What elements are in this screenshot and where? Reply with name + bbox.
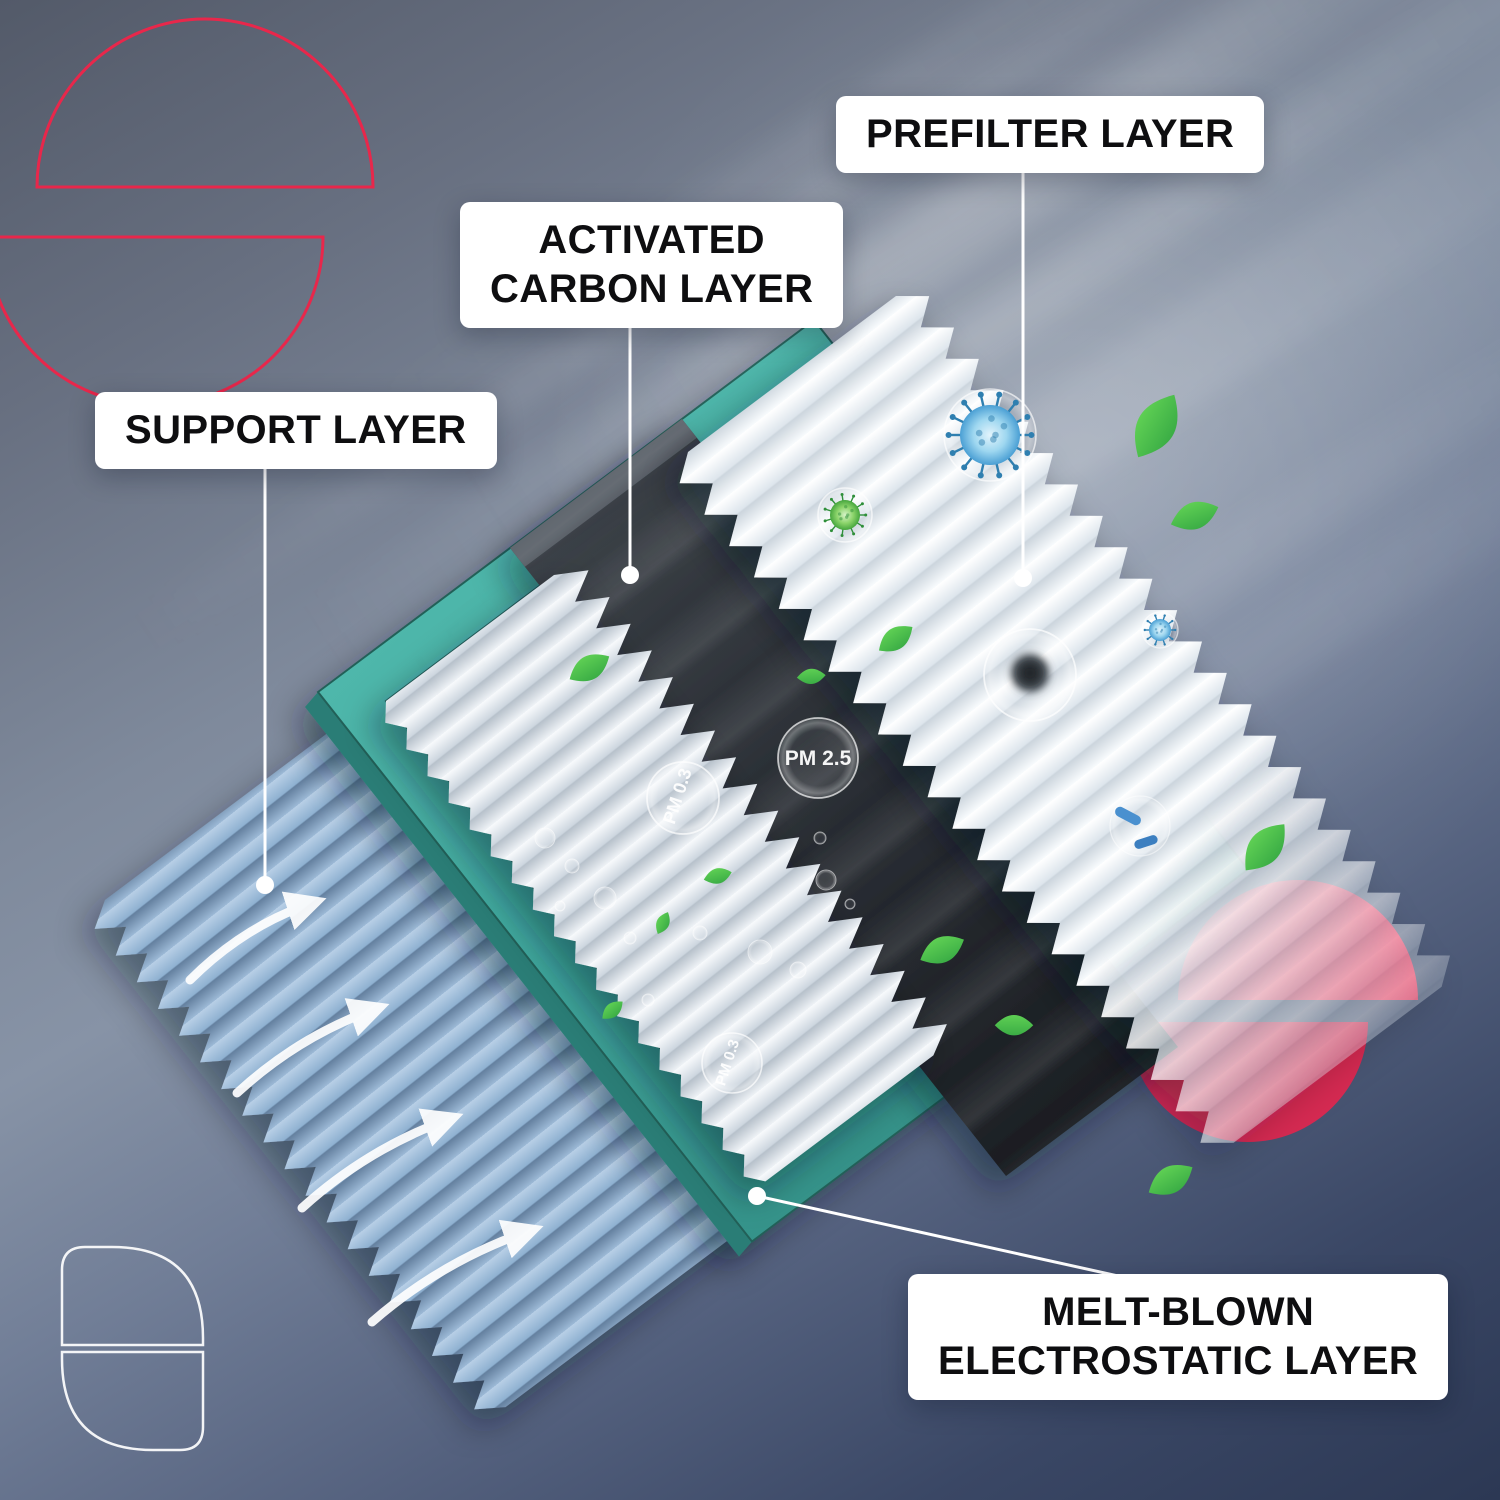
frame-side-face [305,692,752,1257]
melt-blown-layer [385,570,947,1182]
bubble [534,827,556,849]
bubble [554,900,566,912]
red-arc-bottom [0,235,325,407]
leaf-icon [1148,1158,1193,1202]
bubble [777,717,859,799]
virus-particle-small-icon [1143,614,1177,646]
carbon-streak-overlay [510,419,1178,1176]
airflow-arrow [185,891,327,985]
callout-support-label: SUPPORT LAYER [125,408,467,452]
leader-dot-support [256,876,274,894]
bubble [789,961,807,979]
callout-prefilter-label: PREFILTER LAYER [866,112,1235,156]
bubble [564,858,580,874]
callout-prefilter-layer: PREFILTER LAYER [836,96,1265,173]
red-arc-decoration [0,17,375,407]
brand-outline-top [60,1245,205,1347]
dust-particle-core [1020,663,1040,683]
bubble [747,939,773,965]
callout-carbon-line1: ACTIVATED [538,218,765,262]
bubble [593,886,617,910]
virus-particle-large-icon [945,391,1035,479]
callout-meltblown-line1: MELT-BLOWN [1042,1290,1315,1334]
callout-carbon-line2: CARBON LAYER [490,266,814,311]
red-arc-top [35,17,375,189]
bubble [623,931,637,945]
bubble [692,925,708,941]
bubble [815,869,837,891]
airflow-arrow [232,998,390,1098]
bacteria-capsules-icon [1115,806,1158,849]
brand-outline-bottom [60,1350,205,1452]
streak [397,0,1500,714]
bubble [641,993,655,1007]
airflow-arrow [297,1108,464,1213]
leader-dot-meltblown [748,1187,766,1205]
callout-melt-blown-layer: MELT-BLOWN ELECTROSTATIC LAYER [908,1274,1449,1400]
airflow-arrows [185,891,544,1327]
melt-blown-sheet [385,570,947,1182]
leader-lines [256,172,1151,1285]
leader-dot-prefilter [1014,569,1032,587]
callout-meltblown-line2: ELECTROSTATIC LAYER [938,1338,1419,1383]
prefilter-sheet [679,296,1450,1143]
callout-activated-carbon-layer: ACTIVATED CARBON LAYER [460,202,844,328]
bubble [844,898,856,910]
particles: PM 2.5 PM 0.3 PM 0.3 [534,388,1289,1202]
leader-dot-carbon [621,566,639,584]
brand-mark-outline [60,1245,205,1452]
bubble [646,761,720,835]
virus-particle-green-icon [823,493,868,537]
leader-line-meltblown [756,1194,1151,1285]
carbon-layer [510,419,1178,1176]
callout-support-layer: SUPPORT LAYER [95,392,497,469]
bubble [813,831,827,845]
pm25-label: PM 2.5 [785,747,852,770]
bubble [701,1032,763,1094]
prefilter-layer [679,296,1450,1143]
airflow-arrow [367,1219,544,1327]
